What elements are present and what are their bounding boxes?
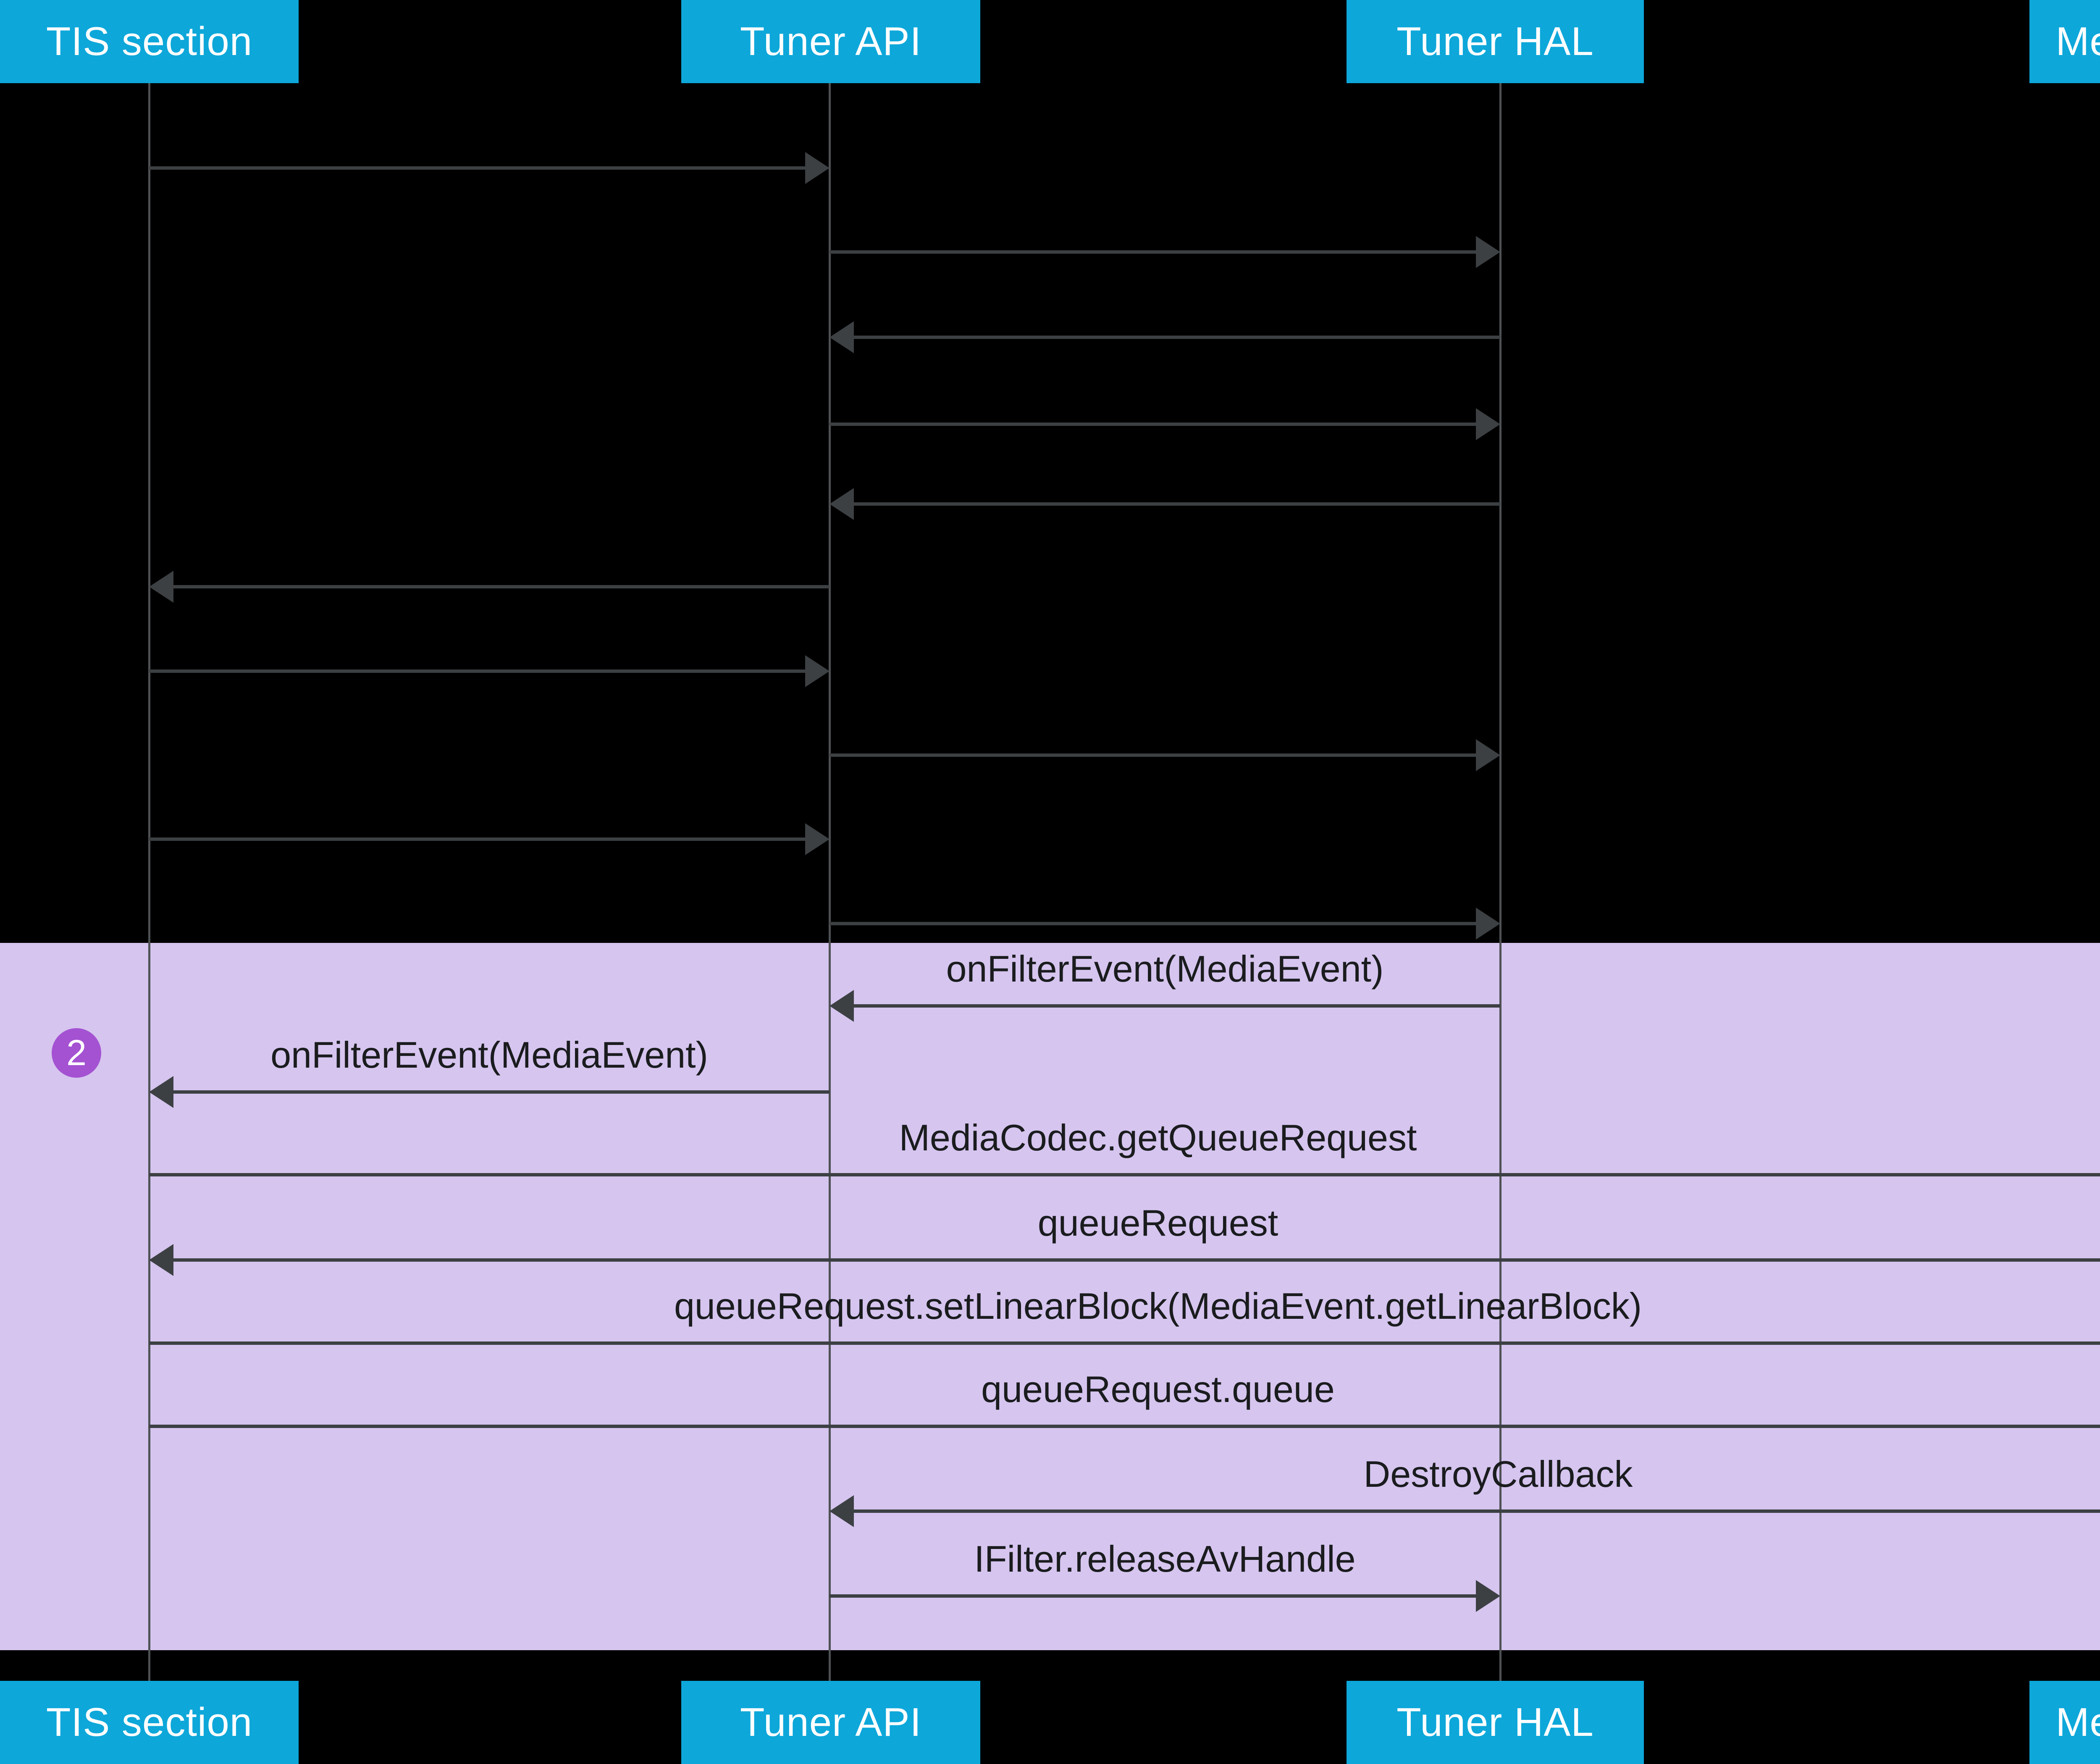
message-arrow-line (173, 1090, 830, 1094)
participant-top-tuner-api: Tuner API (681, 0, 980, 83)
message-arrow-line (830, 753, 1476, 757)
participant-bottom-tuner-api: Tuner API (681, 1681, 980, 1764)
highlighted-section (0, 943, 2100, 1650)
message-label: onFilterEvent(MediaEvent) (270, 1034, 708, 1076)
message-arrow-line (149, 1425, 2100, 1428)
lifeline-tuner-api (828, 83, 831, 1681)
step-2-badge: 2 (52, 1028, 101, 1078)
message-arrow-line (854, 336, 1500, 339)
arrowhead-right-icon (1476, 739, 1500, 771)
message-arrow-line (830, 250, 1476, 254)
message-arrow-line (149, 837, 805, 841)
participant-top-tis-section: TIS section (0, 0, 299, 83)
message-arrow-line (149, 669, 805, 673)
message-arrow-line (854, 1004, 1500, 1008)
lifeline-tis-section (148, 83, 150, 1681)
arrowhead-left-icon (149, 571, 173, 603)
arrowhead-right-icon (1476, 908, 1500, 940)
message-label: queueRequest.setLinearBlock(MediaEvent.g… (674, 1285, 1642, 1327)
message-arrow-line (854, 1509, 2100, 1513)
message-label: DestroyCallback (1363, 1453, 1633, 1495)
arrowhead-right-icon (805, 655, 830, 687)
message-arrow-line (830, 922, 1476, 925)
message-arrow-line (854, 502, 1500, 506)
arrowhead-left-icon (830, 990, 854, 1022)
arrowhead-right-icon (1476, 236, 1500, 268)
message-label: IFilter.releaseAvHandle (974, 1538, 1356, 1580)
participant-top-mediacodec: MediaCodec (2029, 0, 2100, 83)
message-label: queueRequest (1037, 1202, 1278, 1244)
arrowhead-right-icon (1476, 408, 1500, 440)
arrowhead-left-icon (149, 1076, 173, 1108)
arrowhead-left-icon (830, 488, 854, 520)
message-label: queueRequest.queue (981, 1368, 1335, 1410)
arrowhead-right-icon (805, 152, 830, 184)
message-label: MediaCodec.getQueueRequest (899, 1117, 1417, 1158)
arrowhead-left-icon (830, 321, 854, 353)
message-arrow-line (830, 423, 1476, 426)
message-arrow-line (173, 1258, 2100, 1262)
message-arrow-line (173, 585, 830, 588)
participant-bottom-tuner-hal: Tuner HAL (1347, 1681, 1644, 1764)
arrowhead-right-icon (805, 823, 830, 855)
participant-bottom-tis-section: TIS section (0, 1681, 299, 1764)
message-arrow-line (149, 1341, 2100, 1345)
participant-bottom-mediacodec: MediaCodec (2029, 1681, 2100, 1764)
message-arrow-line (149, 166, 805, 170)
participant-top-tuner-hal: Tuner HAL (1347, 0, 1644, 83)
arrowhead-right-icon (1476, 1580, 1500, 1612)
lifeline-tuner-hal (1499, 83, 1502, 1681)
message-arrow-line (149, 1173, 2100, 1176)
arrowhead-left-icon (149, 1244, 173, 1276)
arrowhead-left-icon (830, 1495, 854, 1527)
message-arrow-line (830, 1594, 1476, 1598)
message-label: onFilterEvent(MediaEvent) (946, 948, 1384, 990)
